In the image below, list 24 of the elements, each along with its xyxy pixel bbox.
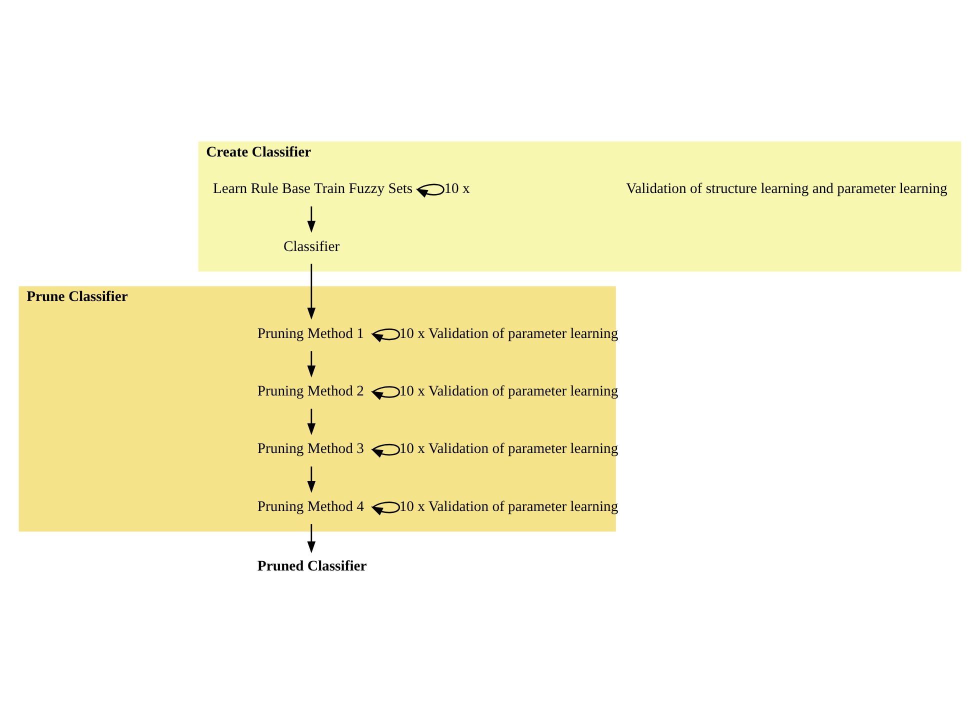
node-text: Pruning Method 1 xyxy=(257,325,364,342)
label: Validation of structure learning and parameter learning xyxy=(626,180,948,197)
node-text: Pruning Method 2 xyxy=(257,382,364,399)
node-text: Pruning Method 3 xyxy=(257,440,364,457)
arrow xyxy=(307,408,316,435)
edge-label: 10 x xyxy=(444,180,470,197)
arrow xyxy=(307,466,316,492)
arrow xyxy=(370,328,400,342)
edge-label: 10 x Validation of parameter learning xyxy=(399,382,618,399)
arrow xyxy=(416,183,444,198)
node-text: Classifier xyxy=(283,238,340,254)
arrow xyxy=(307,206,316,232)
arrow xyxy=(370,386,400,400)
arrow xyxy=(307,263,316,320)
arrow xyxy=(307,350,316,377)
edge-label: 10 x Validation of parameter learning xyxy=(399,440,618,457)
arrow xyxy=(370,501,400,515)
arrow xyxy=(307,524,316,553)
node-text: Pruning Method 4 xyxy=(257,498,364,514)
node-text: Pruned Classifier xyxy=(257,558,367,574)
arrow xyxy=(370,443,400,458)
node-text: Learn Rule Base Train Fuzzy Sets xyxy=(212,180,413,197)
edge-label: 10 x Validation of parameter learning xyxy=(399,498,618,514)
edge-label: 10 x Validation of parameter learning xyxy=(399,325,618,342)
